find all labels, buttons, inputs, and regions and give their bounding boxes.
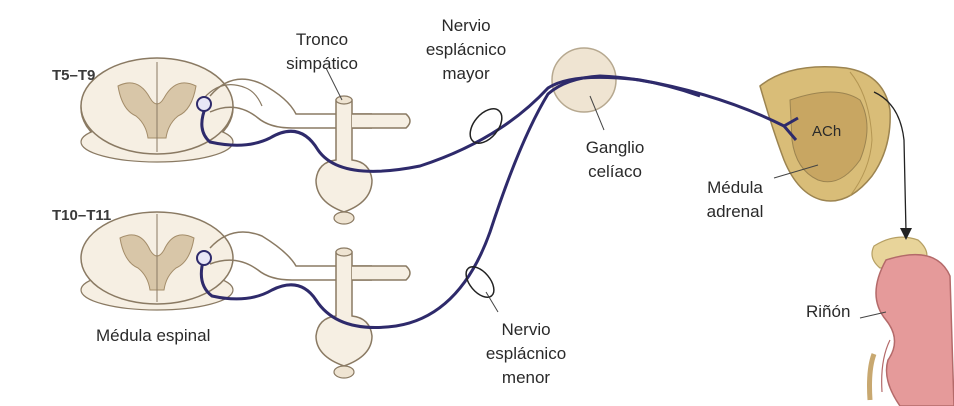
- sympathetic-trunk-label: Tronco simpático: [286, 30, 358, 73]
- ramus-lower: [209, 231, 372, 281]
- neuron-body-upper: [196, 96, 212, 112]
- segment-label-lower: T10–T11: [52, 207, 112, 224]
- kidney-label: Riñón: [806, 302, 851, 321]
- neuron-body-lower: [196, 250, 212, 266]
- spinal-cord-label: Médula espinal: [96, 326, 211, 345]
- kidney: [867, 236, 954, 406]
- greater-splanchnic-label: Nervio esplácnico mayor: [425, 16, 507, 83]
- ramus-upper: [209, 78, 372, 129]
- segment-label-upper: T5–T9: [52, 67, 96, 84]
- greater-splanchnic-ring: [469, 108, 503, 144]
- ach-label: ACh: [812, 123, 842, 140]
- spinal-cord-upper: [80, 57, 234, 163]
- adrenal-kidney-arrow: [873, 91, 907, 233]
- celiac-ganglion-label: Ganglio celíaco: [585, 138, 645, 181]
- spinal-cord-lower: [80, 211, 234, 311]
- nerve-fiber-lesser: [199, 74, 701, 330]
- sympathetic-trunk-lower: [315, 247, 411, 379]
- adrenal-medulla-label: Médula adrenal: [706, 178, 764, 221]
- lesser-splanchnic-ring: [465, 266, 495, 298]
- lesser-splanchnic-label: Nervio esplácnico menor: [485, 320, 567, 387]
- nerve-fiber-greater: [200, 75, 785, 173]
- adrenal-gland: [759, 66, 891, 202]
- sympathetic-trunk-upper: [315, 95, 411, 225]
- celiac-ganglion: [551, 47, 617, 113]
